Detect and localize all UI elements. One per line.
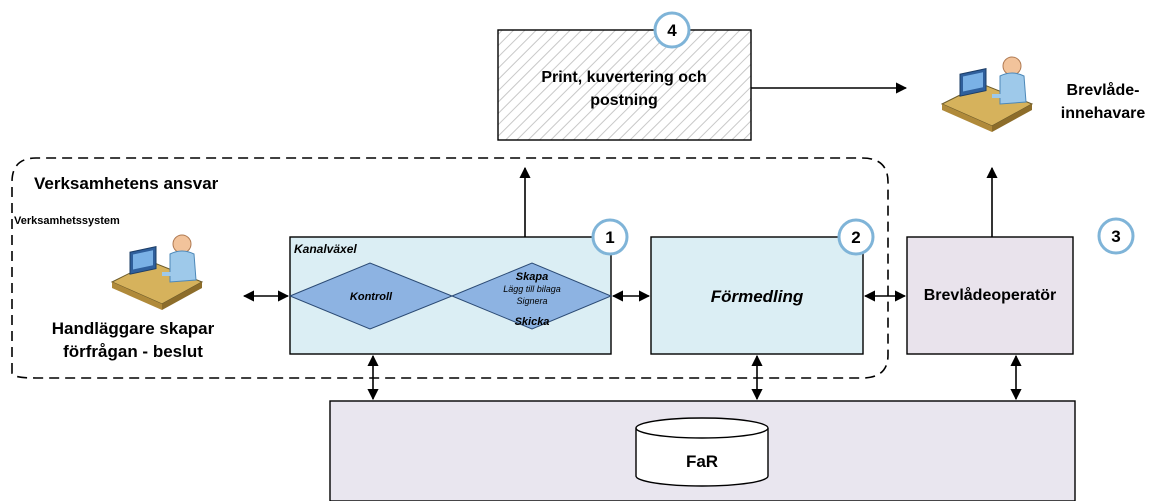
system-label: Verksamhetssystem bbox=[14, 215, 120, 227]
action-skicka: Skicka bbox=[515, 316, 550, 328]
badge-4: 4 bbox=[653, 11, 691, 49]
badge-1: 1 bbox=[591, 218, 629, 256]
responsibility-title: Verksamhetens ansvar bbox=[34, 174, 219, 193]
case-handler-line2: förfrågan - beslut bbox=[63, 342, 203, 361]
print-line2: postning bbox=[590, 92, 658, 109]
database-icon bbox=[635, 417, 769, 487]
brevladeoperator-label: Brevlådeoperatör bbox=[924, 286, 1057, 304]
badge-2: 2 bbox=[837, 218, 875, 256]
action-skapa: Skapa bbox=[516, 271, 548, 283]
control-label: Kontroll bbox=[350, 291, 393, 303]
case-handler-line1: Handläggare skapar bbox=[52, 319, 215, 338]
mailbox-owner-line1: Brevlåde- bbox=[1067, 81, 1140, 99]
actions-diamond bbox=[450, 262, 613, 330]
print-line1: Print, kuvertering och bbox=[541, 69, 706, 86]
action-signera: Signera bbox=[516, 296, 547, 306]
formedling-label: Förmedling bbox=[711, 287, 804, 306]
print-box[interactable] bbox=[497, 29, 752, 141]
kanalvaxel-title: Kanalväxel bbox=[294, 242, 357, 256]
far-label: FaR bbox=[686, 452, 718, 471]
action-lagg-till-bilaga: Lägg till bilaga bbox=[503, 284, 561, 294]
case-handler-person-icon bbox=[111, 234, 203, 311]
badge-3: 3 bbox=[1097, 217, 1135, 255]
badge-2-number: 2 bbox=[851, 228, 860, 247]
formedling-box[interactable] bbox=[650, 236, 864, 355]
mailbox-owner-person-icon bbox=[941, 56, 1033, 133]
brevladeoperator-box[interactable] bbox=[906, 236, 1074, 355]
badge-3-number: 3 bbox=[1111, 227, 1120, 246]
badge-4-number: 4 bbox=[667, 21, 677, 40]
badge-1-number: 1 bbox=[605, 228, 614, 247]
responsibility-area-boundary bbox=[11, 157, 889, 379]
mailbox-owner-line2: innehavare bbox=[1061, 105, 1146, 122]
